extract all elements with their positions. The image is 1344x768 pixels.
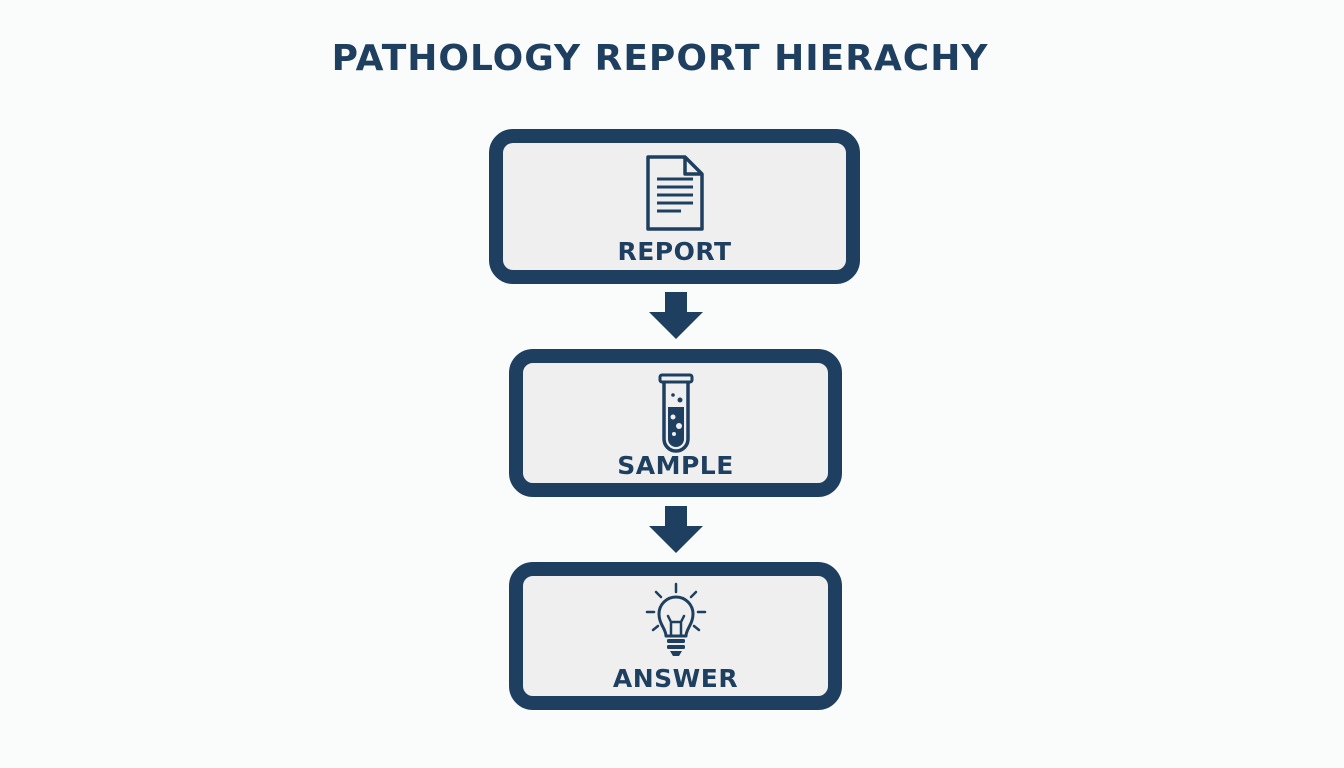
diagram-title: PATHOLOGY REPORT HIERACHY xyxy=(331,38,989,79)
report-node: REPORT xyxy=(489,129,860,284)
report-label: REPORT xyxy=(617,237,732,266)
sample-label: SAMPLE xyxy=(617,451,734,480)
answer-label: ANSWER xyxy=(612,664,739,693)
test-tube-icon xyxy=(658,373,693,453)
sample-node: SAMPLE xyxy=(509,349,842,497)
arrow-down-icon xyxy=(649,506,703,553)
document-icon xyxy=(645,155,704,231)
answer-node: ANSWER xyxy=(509,562,842,710)
arrow-down-icon xyxy=(649,292,703,339)
lightbulb-icon xyxy=(645,582,706,656)
